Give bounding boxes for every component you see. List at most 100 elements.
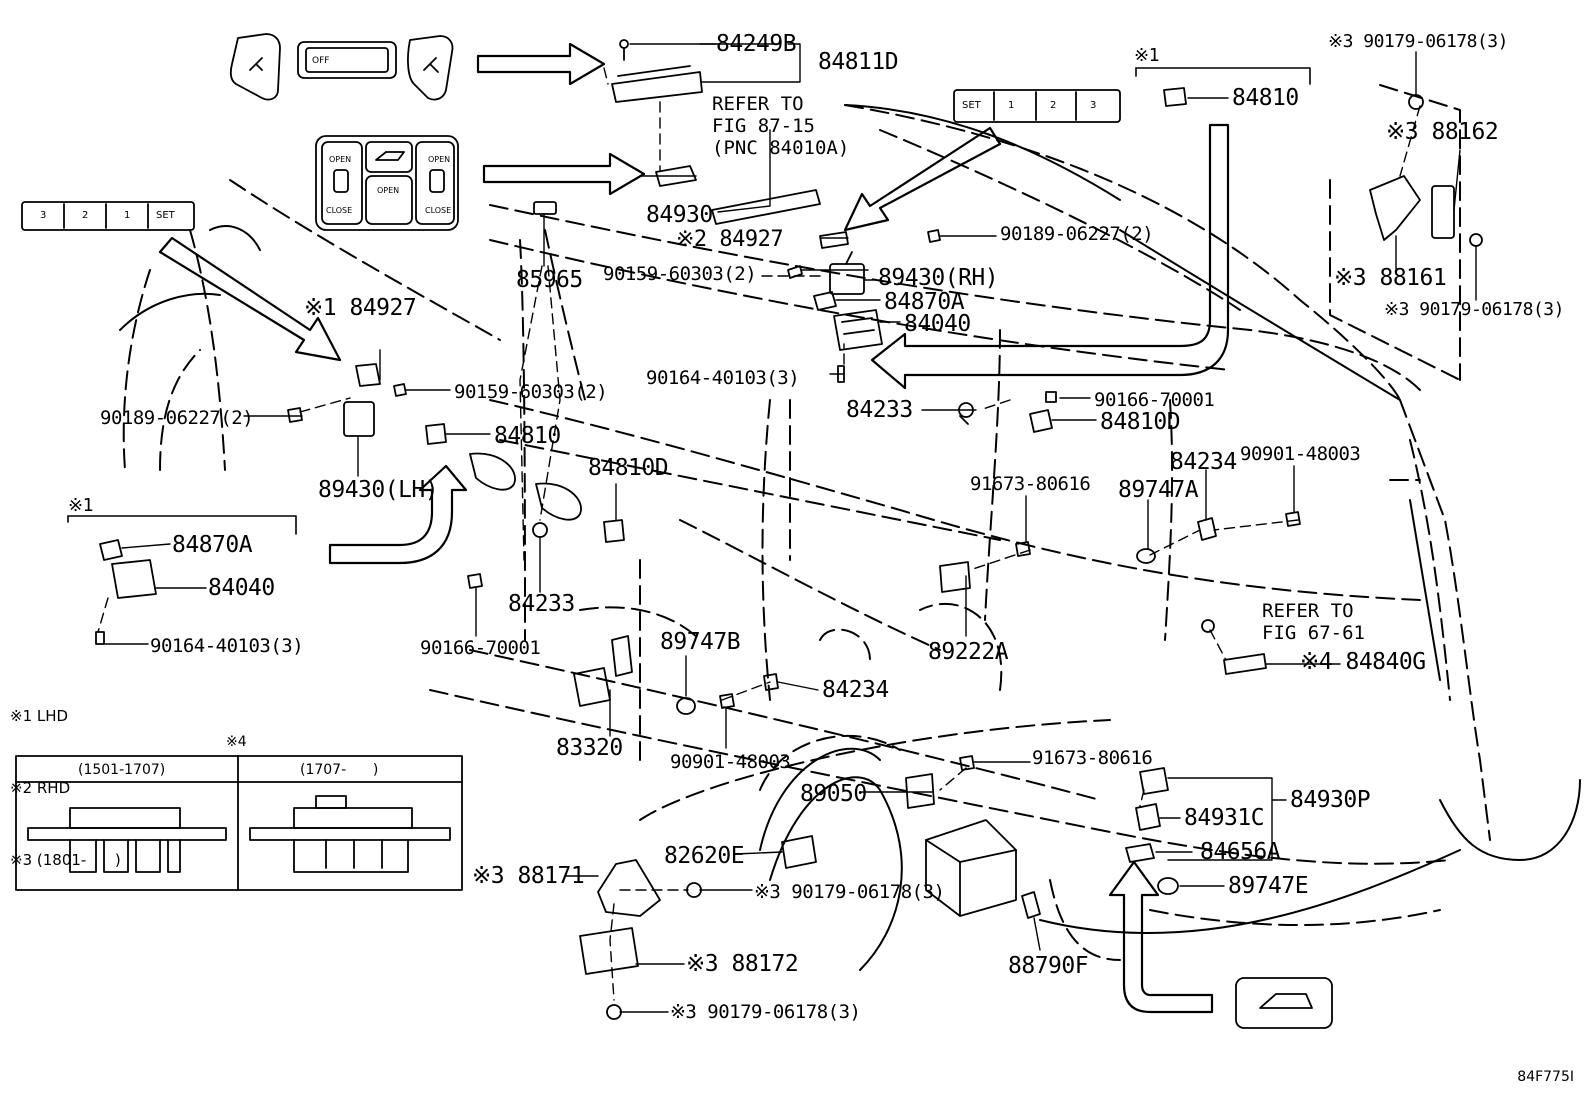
legend-lhd: ※1 LHD bbox=[10, 707, 69, 725]
arrow-to-84656A bbox=[1108, 860, 1214, 1014]
label-91673-top: 91673-80616 bbox=[970, 473, 1091, 495]
label-89222A: 89222A bbox=[928, 639, 1009, 665]
label-84930: 84930 bbox=[646, 202, 713, 228]
variant-box bbox=[15, 755, 463, 891]
seat-left-btn-1: 1 bbox=[124, 210, 131, 221]
door-close-left-label: CLOSE bbox=[326, 206, 353, 215]
label-84040-box: 84040 bbox=[208, 575, 275, 601]
label-82620E: 82620E bbox=[664, 843, 745, 869]
door-close-right-label: CLOSE bbox=[425, 206, 452, 215]
leader-lines bbox=[97, 43, 1477, 1013]
label-89430-rh: 89430(RH) bbox=[878, 265, 999, 291]
label-89747E: 89747E bbox=[1228, 873, 1309, 899]
label-84810-lh: 84810 bbox=[494, 423, 561, 449]
diagram-code: 84F775I bbox=[1517, 1069, 1574, 1085]
seat-memory-right bbox=[953, 89, 1121, 123]
label-90166-top: 90166-70001 bbox=[1094, 389, 1215, 411]
label-89050: 89050 bbox=[800, 781, 867, 807]
label-84811D: 84811D bbox=[818, 49, 899, 75]
label-x1-lh: ※1 bbox=[68, 495, 93, 516]
label-x1-rh: ※1 bbox=[1134, 45, 1159, 66]
label-84927-lhd: ※1 84927 bbox=[304, 295, 417, 321]
label-84810D-lh: 84810D bbox=[588, 455, 669, 481]
label-90166-low: 90166-70001 bbox=[420, 637, 541, 659]
label-85965: 85965 bbox=[516, 267, 583, 293]
label-90164-box: 90164-40103(3) bbox=[150, 635, 304, 657]
switch-left bbox=[229, 33, 281, 101]
seat-memory-left bbox=[21, 201, 195, 231]
variant-col-2: (1707- ) bbox=[300, 762, 379, 778]
label-83320: 83320 bbox=[556, 735, 623, 761]
label-84931C: 84931C bbox=[1184, 805, 1265, 831]
label-84234-rh: 84234 bbox=[1170, 449, 1237, 475]
label-84233-mid: 84233 bbox=[508, 591, 575, 617]
label-84249B: 84249B bbox=[716, 31, 797, 57]
label-88161: ※3 88161 bbox=[1334, 265, 1447, 291]
door-switch-panel bbox=[315, 135, 459, 231]
label-84870A-box: 84870A bbox=[172, 532, 253, 558]
label-refer-fig-87-15: REFER TO FIG 87-15 (PNC 84010A) bbox=[712, 93, 850, 159]
label-90901-lh: 90901-48003 bbox=[670, 751, 791, 773]
switch-illustrations bbox=[21, 33, 1333, 1029]
door-open-right-label: OPEN bbox=[428, 155, 451, 164]
label-90189-lh: 90189-06227(2) bbox=[100, 407, 254, 429]
label-90189-rh: 90189-06227(2) bbox=[1000, 223, 1154, 245]
label-84930P: 84930P bbox=[1290, 787, 1371, 813]
switch-right bbox=[407, 35, 454, 101]
label-refer-fig-67-61: REFER TO FIG 67-61 bbox=[1262, 600, 1365, 644]
label-84810-rh: 84810 bbox=[1232, 85, 1299, 111]
label-88172: ※3 88172 bbox=[686, 951, 799, 977]
callout-arrows bbox=[158, 42, 1230, 1014]
label-90179-b: ※3 90179-06178(3) bbox=[1384, 299, 1564, 320]
hatch-switch bbox=[1235, 977, 1333, 1029]
seat-left-btn-3: 3 bbox=[40, 210, 47, 221]
label-89747A: 89747A bbox=[1118, 477, 1199, 503]
label-88790F: 88790F bbox=[1008, 953, 1089, 979]
label-90164-top: 90164-40103(3) bbox=[646, 367, 800, 389]
label-90901-rh: 90901-48003 bbox=[1240, 443, 1361, 465]
label-84656A: 84656A bbox=[1200, 839, 1281, 865]
label-89747B: 89747B bbox=[660, 629, 741, 655]
vehicle-body-solid bbox=[119, 104, 1581, 971]
arrow-to-89430-lh bbox=[328, 464, 468, 565]
label-84840G: ※4 84840G bbox=[1300, 649, 1426, 675]
door-open-center-label: OPEN bbox=[377, 186, 400, 195]
battery-sketch bbox=[925, 819, 1017, 917]
label-84234-lh: 84234 bbox=[822, 677, 889, 703]
legend-date-range: ※3 (1801- ) bbox=[10, 851, 121, 869]
switch-off-label: OFF bbox=[312, 56, 330, 66]
arrow-to-84930 bbox=[482, 152, 646, 196]
switch-center bbox=[297, 41, 397, 79]
arrow-to-84811D bbox=[476, 42, 606, 86]
label-91673-low: 91673-80616 bbox=[1032, 747, 1153, 769]
label-90179-a: ※3 90179-06178(3) bbox=[1328, 31, 1508, 52]
legend-rhd: ※2 RHD bbox=[10, 779, 71, 797]
label-84870A-top: 84870A bbox=[884, 289, 965, 315]
label-84927-rhd: ※2 84927 bbox=[676, 227, 784, 252]
label-90159-lh: 90159-60303(2) bbox=[454, 381, 608, 403]
arrow-to-84927-rhd bbox=[843, 126, 1002, 232]
label-84040-top: 84040 bbox=[904, 311, 971, 337]
label-90159-rh: 90159-60303(2) bbox=[603, 263, 757, 285]
label-88171: ※3 88171 bbox=[472, 863, 585, 889]
variant-col-1: (1501-1707) bbox=[78, 762, 166, 778]
variant-box-header: ※4 bbox=[226, 734, 247, 750]
seat-right-btn-1: 1 bbox=[1008, 100, 1015, 111]
label-89430-lh: 89430(LH) bbox=[318, 477, 439, 503]
section-brackets bbox=[67, 67, 1311, 535]
seat-right-btn-set: SET bbox=[962, 100, 981, 111]
seat-left-btn-2: 2 bbox=[82, 210, 89, 221]
seat-right-btn-2: 2 bbox=[1050, 100, 1057, 111]
arrow-to-84927-lhd bbox=[158, 236, 342, 362]
seat-right-btn-3: 3 bbox=[1090, 100, 1097, 111]
label-88162: ※3 88162 bbox=[1386, 119, 1499, 145]
label-90179-c: ※3 90179-06178(3) bbox=[754, 881, 945, 903]
seat-left-btn-set: SET bbox=[156, 210, 175, 221]
component-sketches bbox=[95, 39, 1483, 1020]
legend: ※1 LHD ※2 RHD ※3 (1801- ) bbox=[10, 656, 121, 896]
door-open-left-label: OPEN bbox=[329, 155, 352, 164]
label-84810D-rh: 84810D bbox=[1100, 409, 1181, 435]
arrow-to-84040 bbox=[870, 123, 1230, 390]
